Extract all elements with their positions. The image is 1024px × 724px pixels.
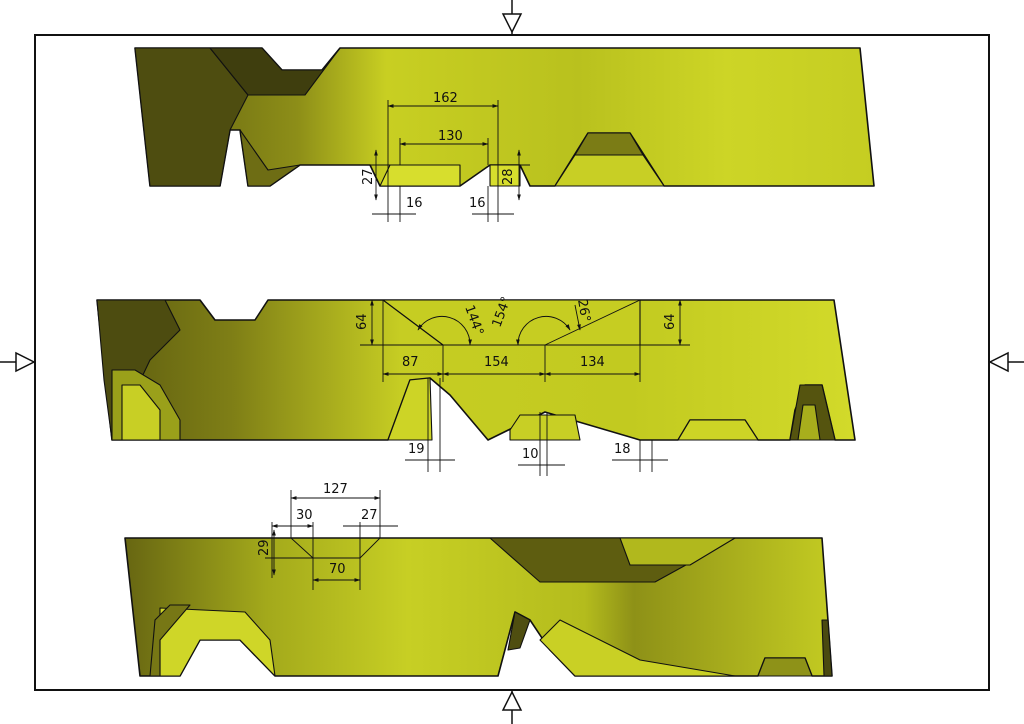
bottom-dimensions: 127 30 27 29 70	[257, 482, 398, 590]
section-marker-left	[0, 351, 36, 373]
dim-29: 29	[257, 539, 272, 556]
dim-10: 10	[522, 447, 539, 462]
dim-18: 18	[614, 442, 631, 457]
dim-16-left: 16	[406, 196, 423, 211]
section-marker-right	[988, 351, 1024, 373]
dim-64-left: 64	[355, 313, 370, 330]
dim-64-right: 64	[663, 313, 678, 330]
top-dimensions: 162 130 27 28 16 16	[361, 91, 530, 222]
section-marker-top	[501, 0, 523, 35]
dim-26deg: 26°	[574, 298, 593, 323]
top-part	[134, 47, 875, 187]
dim-127: 127	[323, 482, 348, 497]
middle-part	[96, 299, 856, 441]
dim-134: 134	[580, 355, 605, 370]
section-marker-bottom	[501, 690, 523, 724]
dim-28: 28	[501, 168, 516, 185]
middle-dimensions: 64 144° 154° 26° 64 87 154 134 19 10 18	[355, 295, 690, 476]
dim-27: 27	[361, 168, 376, 185]
dim-154: 154	[484, 355, 509, 370]
dim-30: 30	[296, 508, 313, 523]
dim-27-bottom: 27	[361, 508, 378, 523]
dim-130: 130	[438, 129, 463, 144]
dim-16-right: 16	[469, 196, 486, 211]
bottom-part	[124, 537, 833, 677]
dim-70: 70	[329, 562, 346, 577]
dim-19: 19	[408, 442, 425, 457]
dim-162: 162	[433, 91, 458, 106]
dim-87: 87	[402, 355, 419, 370]
